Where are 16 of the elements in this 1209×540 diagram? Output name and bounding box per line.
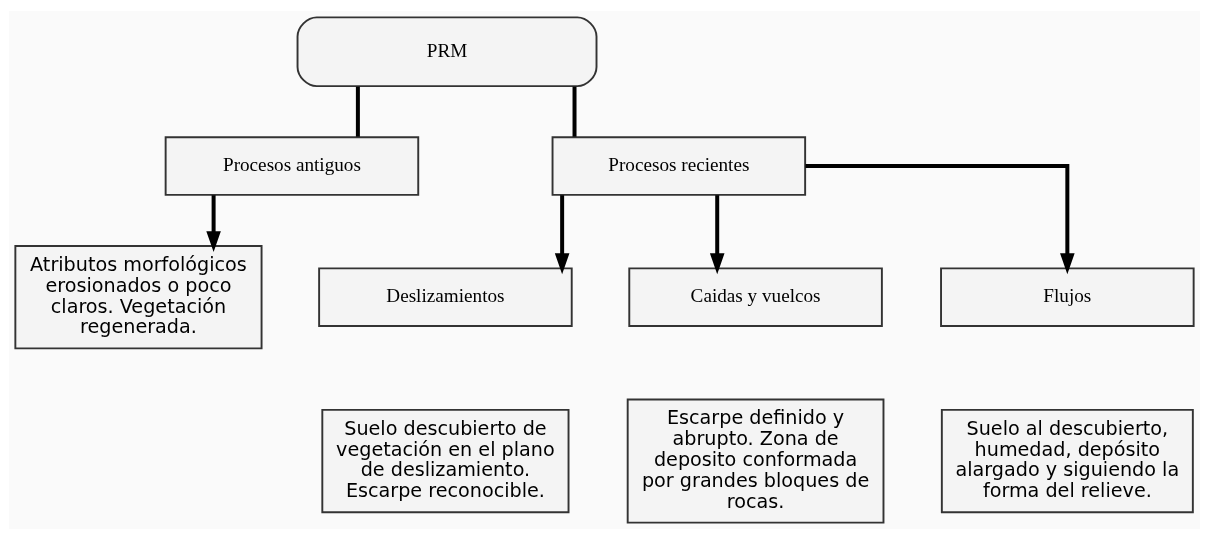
node-box: Escarpe definido y abrupto. Zona de deposito conformada por grandes bloques de rocas.: [626, 398, 885, 524]
node-box: Suelo al descubierto, humedad, depósito alargado y siguiendo la forma del relieve.: [940, 408, 1194, 514]
node-box: Atributos morfológicos erosionados o poco claros. Vegetación regenerada.: [14, 245, 263, 350]
node-box: Suelo descubierto de vegetación en el plano de deslizamiento. Escarpe reconocible.: [321, 408, 570, 514]
arrow: [805, 164, 1075, 275]
node-box: Flujos: [940, 267, 1195, 327]
arrow: [554, 195, 570, 275]
connector: [572, 86, 577, 137]
node-box: Procesos antiguos: [164, 136, 420, 196]
node-box: Procesos recientes: [551, 136, 807, 196]
arrow: [709, 195, 725, 275]
connector: [355, 86, 360, 137]
node-box: Caidas y vuelcos: [628, 267, 883, 327]
node-box: PRM: [296, 16, 598, 88]
arrow: [206, 195, 221, 253]
node-box: Deslizamientos: [318, 267, 573, 327]
